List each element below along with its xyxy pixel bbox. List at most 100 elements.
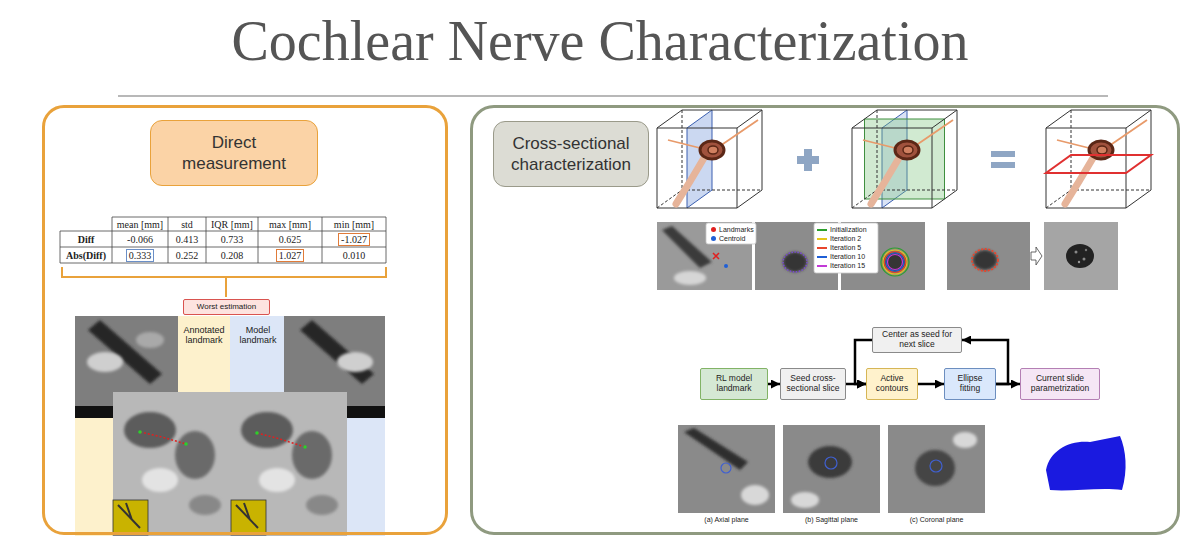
process-box: RL model landmark bbox=[700, 368, 768, 400]
node-label: Worst estimation bbox=[187, 302, 266, 311]
ct-image-model bbox=[306, 495, 338, 515]
ct-image-model bbox=[300, 320, 374, 384]
block-arrow bbox=[1031, 247, 1042, 265]
table-rule bbox=[60, 231, 61, 263]
label-area: 0.010 bbox=[322, 247, 386, 263]
legend-text: Iteration 15 bbox=[830, 262, 865, 269]
label-area: 0.208 bbox=[206, 247, 258, 263]
label-area: max [mm] bbox=[258, 217, 322, 231]
node-label: Ellipse fitting bbox=[948, 374, 992, 394]
node-label: Seed cross-sectional slice bbox=[784, 374, 842, 394]
plane-image bbox=[741, 485, 769, 505]
volume-cube bbox=[852, 110, 957, 208]
ct-image-annotated bbox=[75, 406, 113, 418]
slice-image bbox=[886, 253, 904, 271]
ct-image-annotated bbox=[113, 392, 230, 536]
table-cell: -0.066 bbox=[127, 234, 153, 245]
label-area: Diff bbox=[60, 231, 112, 247]
slice-image bbox=[1075, 251, 1078, 254]
label-area: std bbox=[168, 217, 206, 231]
ct-image-annotated bbox=[189, 495, 221, 515]
equals-symbol bbox=[991, 162, 1015, 168]
table-cell: 0.252 bbox=[176, 250, 199, 261]
legend-text: Initialization bbox=[830, 226, 867, 233]
label-area: min [mm] bbox=[322, 217, 386, 231]
slice-image bbox=[674, 271, 706, 285]
table-rule bbox=[322, 217, 323, 263]
process-box: Center as seed for next slice bbox=[872, 327, 962, 353]
legend-item: Iteration 15 bbox=[817, 261, 865, 270]
ct-image-annotated bbox=[88, 320, 162, 384]
ct-image-annotated bbox=[75, 316, 230, 536]
nerve-surface bbox=[1046, 436, 1126, 490]
slice-image bbox=[713, 253, 719, 259]
legend-swatch bbox=[817, 265, 827, 267]
table-rule bbox=[206, 217, 207, 263]
label-area: 0.252 bbox=[168, 247, 206, 263]
table-cell: 0.010 bbox=[343, 250, 366, 261]
table-cell: min [mm] bbox=[334, 219, 374, 230]
title-area: Cochlear Nerve Characterization bbox=[0, 8, 1200, 75]
panel: Cross-sectional characterizationRL model… bbox=[470, 105, 1180, 535]
volume-cube bbox=[1046, 110, 1151, 208]
table-cell: -1.027 bbox=[338, 233, 370, 246]
legend-text: Iteration 10 bbox=[830, 253, 865, 260]
volume-cube bbox=[1046, 110, 1151, 208]
slice-image bbox=[783, 252, 807, 272]
label-area: 0.413 bbox=[168, 231, 206, 247]
bracket bbox=[62, 267, 386, 277]
volume-cube bbox=[852, 110, 957, 208]
plane-image bbox=[721, 463, 731, 473]
table-cell: 1.027 bbox=[276, 249, 305, 262]
equals-symbol bbox=[991, 151, 1015, 157]
legend-text: Landmarks bbox=[719, 226, 754, 233]
volume-cube bbox=[676, 158, 704, 204]
bracket bbox=[225, 277, 227, 297]
legend-marker bbox=[711, 227, 716, 232]
slice-image bbox=[1044, 222, 1118, 290]
plane-image bbox=[808, 446, 852, 478]
slice-image bbox=[972, 249, 998, 271]
bracket bbox=[62, 267, 386, 297]
volume-cube bbox=[903, 146, 913, 154]
process-box: Ellipse fitting bbox=[944, 368, 996, 400]
table-cell: 0.625 bbox=[279, 234, 302, 245]
table-rule bbox=[386, 217, 387, 263]
legend-item: Initialization bbox=[817, 225, 867, 234]
table-cell: mean [mm] bbox=[117, 219, 163, 230]
legend-box bbox=[706, 223, 878, 273]
node-label: RL model landmark bbox=[704, 374, 764, 394]
ct-image-model bbox=[231, 500, 266, 535]
ct-image-model bbox=[347, 418, 385, 536]
volume-cube bbox=[700, 141, 724, 159]
ct-image-model bbox=[337, 352, 373, 372]
node-label: Active contours bbox=[870, 374, 914, 394]
table-rule bbox=[60, 231, 386, 232]
ct-image-annotated bbox=[87, 352, 123, 372]
slice-image bbox=[724, 264, 728, 268]
flow-arrow bbox=[918, 383, 944, 386]
label-area: -1.027 bbox=[322, 231, 386, 247]
ct-image-model bbox=[303, 445, 307, 449]
nerve-surface bbox=[1046, 436, 1126, 490]
slice-image bbox=[883, 252, 907, 272]
panel-heading: Direct measurement bbox=[150, 120, 318, 186]
slice-image bbox=[1085, 249, 1087, 251]
node-label: Current slide parametrization bbox=[1024, 374, 1096, 394]
legend-swatch bbox=[817, 247, 827, 249]
slice-image bbox=[947, 222, 1030, 290]
table-cell: 0.733 bbox=[221, 234, 244, 245]
table-cell: Abs(Diff) bbox=[66, 250, 106, 261]
slice-image bbox=[881, 248, 909, 276]
image-label: Annotated landmark bbox=[178, 318, 230, 360]
table-rule bbox=[258, 217, 259, 263]
plane-image bbox=[684, 428, 748, 470]
slice-image bbox=[883, 250, 907, 274]
ct-image-model bbox=[236, 503, 258, 528]
slice-image bbox=[888, 255, 903, 270]
process-box: Seed cross-sectional slice bbox=[780, 368, 846, 400]
legend-swatch bbox=[817, 238, 827, 240]
plane-image bbox=[783, 425, 880, 513]
plane-image bbox=[678, 425, 775, 513]
